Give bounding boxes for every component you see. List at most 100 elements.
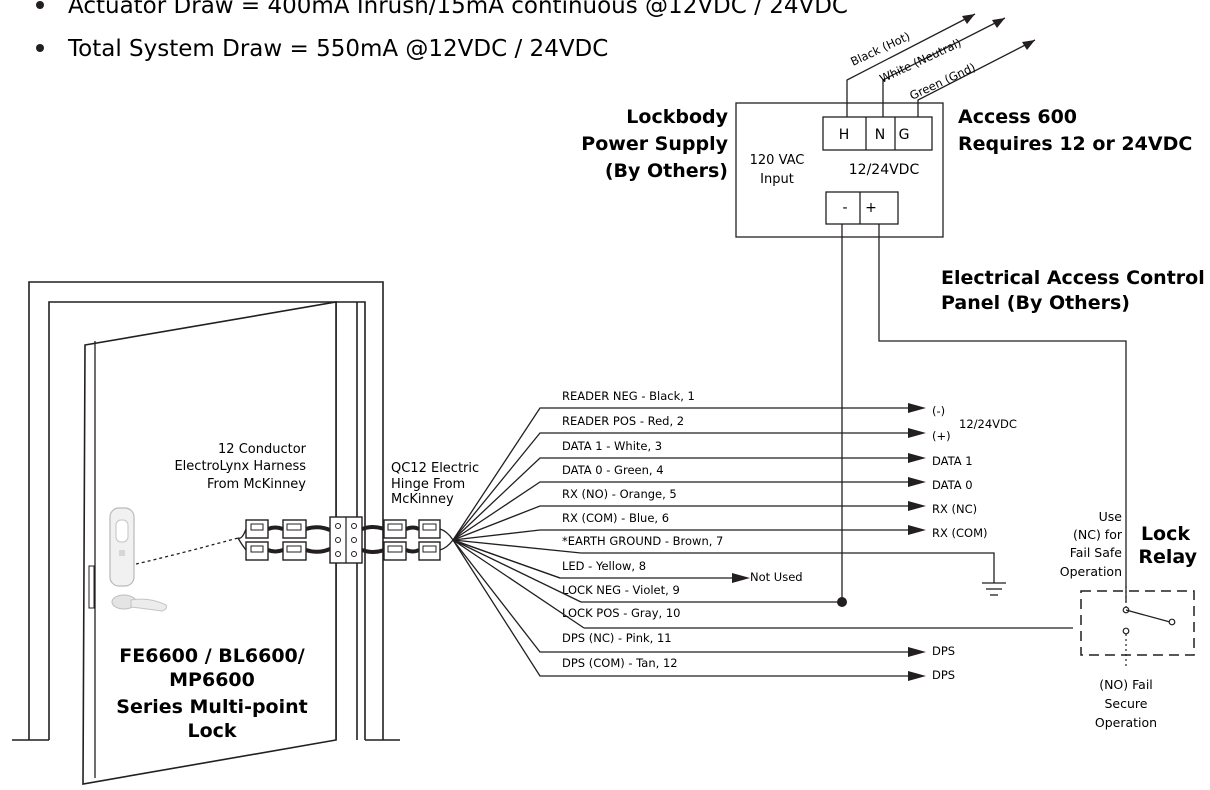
relay-nc-note-line-4: Operation xyxy=(1060,564,1122,579)
relay-nc-note-line-1: Use xyxy=(1099,509,1123,524)
terminal-label-dps-2: DPS xyxy=(932,668,955,682)
hinge-label-line-3: McKinney xyxy=(391,492,454,507)
terminal-label-data0: DATA 0 xyxy=(932,478,973,492)
arrow-icon xyxy=(962,14,975,24)
conductor-label-4: DATA 0 - Green, 4 xyxy=(562,463,664,477)
access600-title: Access 600 xyxy=(958,106,1077,128)
relay-nc-note-line-2: (NC) for xyxy=(1073,527,1123,542)
connector-icon xyxy=(245,519,269,561)
psu-title-line-2: Power Supply xyxy=(581,133,728,155)
mains-terminal-block xyxy=(822,116,933,151)
latch-edge xyxy=(88,565,95,609)
connector-icon xyxy=(383,519,407,561)
relay-common-contact xyxy=(1168,618,1176,626)
electric-hinge-icon xyxy=(329,516,363,564)
psu-title-line-3: (By Others) xyxy=(605,160,728,182)
terminal-label-rx-nc: RX (NC) xyxy=(932,502,977,516)
relay-box xyxy=(1080,590,1195,656)
terminal-h: H xyxy=(839,127,850,143)
dc-terminal-block xyxy=(825,191,899,225)
spec-total-draw: Total System Draw = 550mA @12VDC / 24VDC xyxy=(67,36,608,62)
conductor-label-9: LOCK NEG - Violet, 9 xyxy=(562,583,680,597)
panel-title-line-1: Electrical Access Control xyxy=(941,267,1205,289)
panel-title-line-2: Panel (By Others) xyxy=(941,292,1130,314)
terminal-label-negative: (-) xyxy=(932,404,945,418)
terminal-negative: - xyxy=(842,200,847,216)
arrow-icon xyxy=(1022,40,1035,50)
terminal-label-dps-1: DPS xyxy=(932,644,955,658)
lock-relay: Lock Relay Use (NC) for Fail Safe Operat… xyxy=(584,509,1198,730)
conductor-label-5: RX (NO) - Orange, 5 xyxy=(562,487,677,501)
conductor-label-7: *EARTH GROUND - Brown, 7 xyxy=(562,534,723,548)
conductor-label-8: LED - Yellow, 8 xyxy=(562,559,646,573)
conductor-4 xyxy=(452,481,908,541)
door-panel xyxy=(82,301,337,785)
terminal-positive: + xyxy=(865,200,877,216)
arrow-icon xyxy=(992,18,1005,28)
conductor-label-2: READER POS - Red, 2 xyxy=(562,414,684,428)
arrow-icon xyxy=(908,671,926,681)
conductor-9 xyxy=(452,539,561,579)
output-voltage-label: 12/24VDC xyxy=(849,162,920,178)
panel-voltage-label: 12/24VDC xyxy=(959,417,1017,431)
spec-list: Actuator Draw = 400mA Inrush/15mA contin… xyxy=(36,0,848,62)
conductor-12 xyxy=(452,539,908,653)
arrow-icon xyxy=(908,453,926,463)
dc-supply-wiring xyxy=(581,224,1127,607)
terminal-label-data1: DATA 1 xyxy=(932,454,973,468)
arrow-icon xyxy=(908,403,926,413)
arrow-icon xyxy=(908,501,926,511)
hinge-label-line-2: Hinge From xyxy=(391,477,465,492)
dotted-lead xyxy=(135,537,239,565)
bullet-icon xyxy=(36,1,44,9)
conductor-6 xyxy=(452,529,908,541)
relay-no-contact xyxy=(1122,627,1130,635)
conductor-2 xyxy=(452,432,908,541)
panel-terminals: (-) (+) 12/24VDC DATA 1 DATA 0 RX (NC) R… xyxy=(750,404,1017,682)
lock-title-line-4: Lock xyxy=(187,720,236,742)
terminal-n: N xyxy=(875,127,885,143)
relay-no-note-line-1: (NO) Fail xyxy=(1099,677,1153,692)
harness-label-line-3: From McKinney xyxy=(207,477,306,492)
relay-no-note-line-2: Secure xyxy=(1105,696,1148,711)
ground-icon xyxy=(581,552,1006,596)
mains-wires: Black (Hot) White (Neutral) Green (Gnd) xyxy=(846,13,1036,117)
lock-title-line-1: FE6600 / BL6600/ xyxy=(119,645,304,667)
psu-title-line-1: Lockbody xyxy=(626,106,728,128)
hinge-label-line-1: QC12 Electric xyxy=(391,461,479,476)
access600-requirement: Requires 12 or 24VDC xyxy=(958,133,1192,155)
relay-switch-arm xyxy=(1125,609,1171,623)
arrow-icon xyxy=(908,525,926,535)
relay-title-line-2: Relay xyxy=(1138,546,1197,568)
conductor-10 xyxy=(452,539,582,603)
relay-no-note-line-3: Operation xyxy=(1095,715,1157,730)
conductor-label-6: RX (COM) - Blue, 6 xyxy=(562,511,669,525)
harness-assembly xyxy=(135,516,454,565)
conductor-5 xyxy=(452,505,908,541)
conductor-label-11: DPS (NC) - Pink, 11 xyxy=(562,631,672,645)
arrow-icon xyxy=(732,573,750,583)
door xyxy=(82,301,337,785)
wire-fan: READER NEG - Black, 1 READER POS - Red, 2… xyxy=(452,389,926,681)
relay-title-line-1: Lock xyxy=(1141,523,1190,545)
connector-icon xyxy=(418,519,441,561)
arrow-icon xyxy=(908,477,926,487)
input-label-line-2: Input xyxy=(760,172,794,187)
terminal-label-rx-com: RX (COM) xyxy=(932,526,988,540)
harness-label-line-1: 12 Conductor xyxy=(218,442,307,457)
relay-nc-note-line-3: Fail Safe xyxy=(1070,545,1123,560)
arrow-icon xyxy=(908,428,926,438)
input-label-line-1: 120 VAC xyxy=(750,153,805,168)
conductor-1 xyxy=(452,407,908,541)
lock-title-line-2: MP6600 xyxy=(169,669,255,691)
conductor-label-1: READER NEG - Black, 1 xyxy=(562,389,695,403)
conductor-12-branch xyxy=(452,539,908,677)
terminal-label-positive: (+) xyxy=(932,429,951,443)
connector-icon xyxy=(282,519,307,561)
harness-label-line-2: ElectroLynx Harness xyxy=(174,459,306,474)
bullet-icon xyxy=(36,44,44,52)
conductor-label-12: DPS (COM) - Tan, 12 xyxy=(562,656,678,670)
power-supply-box xyxy=(735,102,944,238)
terminal-g: G xyxy=(899,127,910,143)
lock-title-line-3: Series Multi-point xyxy=(116,696,307,718)
